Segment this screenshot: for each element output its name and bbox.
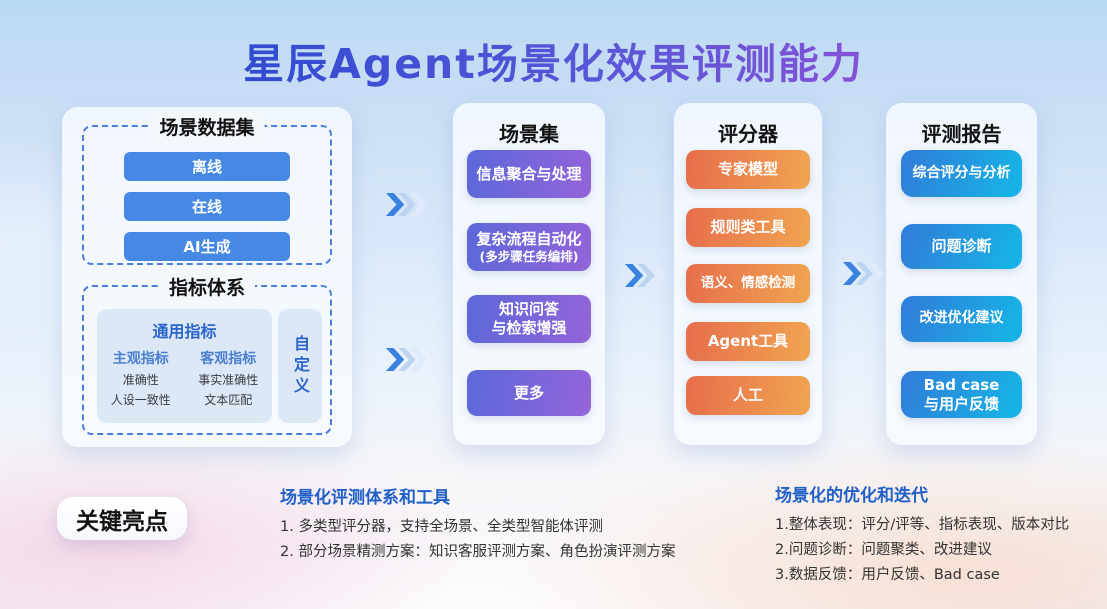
- footer-right-heading: 场景化的优化和迭代: [775, 486, 928, 506]
- footer-left-heading: 场景化评测体系和工具: [280, 488, 450, 508]
- custom-metrics-label: 自定义: [291, 334, 310, 398]
- footer-left-item: 2. 部分场景精测方案：知识客服评测方案、角色扮演评测方案: [280, 544, 676, 560]
- subjective-metrics-header: 主观指标: [112, 351, 169, 367]
- scorer-card: 评分器 专家模型 规则类工具 语义、情感检测 Agent工具 人工: [674, 103, 822, 445]
- report-card: 评测报告 综合评分与分析 问题诊断 改进优化建议 Bad case 与用户反馈: [886, 103, 1037, 445]
- general-metrics-title: 通用指标: [152, 322, 217, 341]
- metric-persona-consistency: 人设一致性: [110, 393, 171, 407]
- scorer-rule-tools: 规则类工具: [686, 208, 810, 247]
- dataset-item-offline: 离线: [124, 152, 290, 181]
- dataset-item-ai-generated: AI生成: [124, 232, 290, 261]
- double-chevron-icon: [842, 261, 888, 286]
- report-title: 评测报告: [921, 122, 1002, 146]
- scenario-set-title: 场景集: [499, 122, 559, 146]
- report-improvement-suggestions: 改进优化建议: [901, 296, 1022, 342]
- footer-left-item: 1. 多类型评分器，支持全场景、全类型智能体评测: [280, 519, 603, 535]
- scenario-complex-workflow: 复杂流程自动化 (多步骤任务编排): [467, 223, 591, 271]
- footer-right-item: 2.问题诊断：问题聚类、改进建议: [775, 542, 992, 558]
- metrics-group: 指标体系 通用指标 主观指标 客观指标 准确性 事实准确性 人设一致性 文本匹配…: [82, 273, 332, 435]
- footer-right-item: 1.整体表现：评分/评等、指标表现、版本对比: [775, 517, 1070, 533]
- dataset-group: 场景数据集 离线 在线 AI生成: [82, 113, 332, 265]
- double-chevron-icon: [385, 192, 431, 217]
- general-metrics-grid: 主观指标 客观指标 准确性 事实准确性 人设一致性 文本匹配: [97, 348, 272, 408]
- dataset-item-online: 在线: [124, 192, 290, 221]
- page-title: 星辰Agent场景化效果评测能力: [0, 30, 1107, 90]
- scorer-expert-model: 专家模型: [686, 150, 810, 189]
- scenario-knowledge-qa: 知识问答 与检索增强: [467, 295, 591, 343]
- footer-right-item: 3.数据反馈：用户反馈、Bad case: [775, 567, 1000, 583]
- scorer-title: 评分器: [718, 122, 778, 146]
- custom-metrics-box: 自定义: [278, 309, 322, 423]
- objective-metrics-header: 客观指标: [200, 351, 257, 367]
- dataset-buttons: 离线 在线 AI生成: [84, 127, 330, 261]
- footer-evaluation-system: 场景化评测体系和工具 1. 多类型评分器，支持全场景、全类型智能体评测 2. 部…: [280, 483, 760, 565]
- double-chevron-icon: [624, 263, 670, 288]
- metric-text-match: 文本匹配: [204, 393, 253, 407]
- scenario-set-card: 场景集 信息聚合与处理 复杂流程自动化 (多步骤任务编排) 知识问答 与检索增强…: [453, 103, 605, 445]
- key-highlights-badge: 关键亮点: [57, 497, 187, 540]
- metric-factual-accuracy: 事实准确性: [198, 373, 259, 387]
- scenario-info-aggregation: 信息聚合与处理: [467, 150, 591, 198]
- general-metrics-box: 通用指标 主观指标 客观指标 准确性 事实准确性 人设一致性 文本匹配: [97, 309, 272, 423]
- report-problem-diagnosis: 问题诊断: [901, 224, 1022, 269]
- scorer-semantic-emotion: 语义、情感检测: [686, 264, 810, 303]
- report-overall-score: 综合评分与分析: [901, 150, 1022, 197]
- scorer-human: 人工: [686, 376, 810, 415]
- report-badcase-feedback: Bad case 与用户反馈: [901, 371, 1022, 418]
- dataset-metrics-card: 场景数据集 离线 在线 AI生成 指标体系 通用指标 主观指标 客观指标 准确性…: [62, 107, 352, 447]
- scorer-agent-tools: Agent工具: [686, 322, 810, 361]
- footer-optimization-iteration: 场景化的优化和迭代 1.整体表现：评分/评等、指标表现、版本对比 2.问题诊断：…: [775, 481, 1105, 588]
- scenario-more: 更多: [467, 370, 591, 416]
- dataset-group-title: 场景数据集: [149, 113, 265, 140]
- double-chevron-icon: [385, 347, 431, 372]
- metric-accuracy: 准确性: [122, 373, 159, 387]
- metrics-group-title: 指标体系: [158, 273, 256, 300]
